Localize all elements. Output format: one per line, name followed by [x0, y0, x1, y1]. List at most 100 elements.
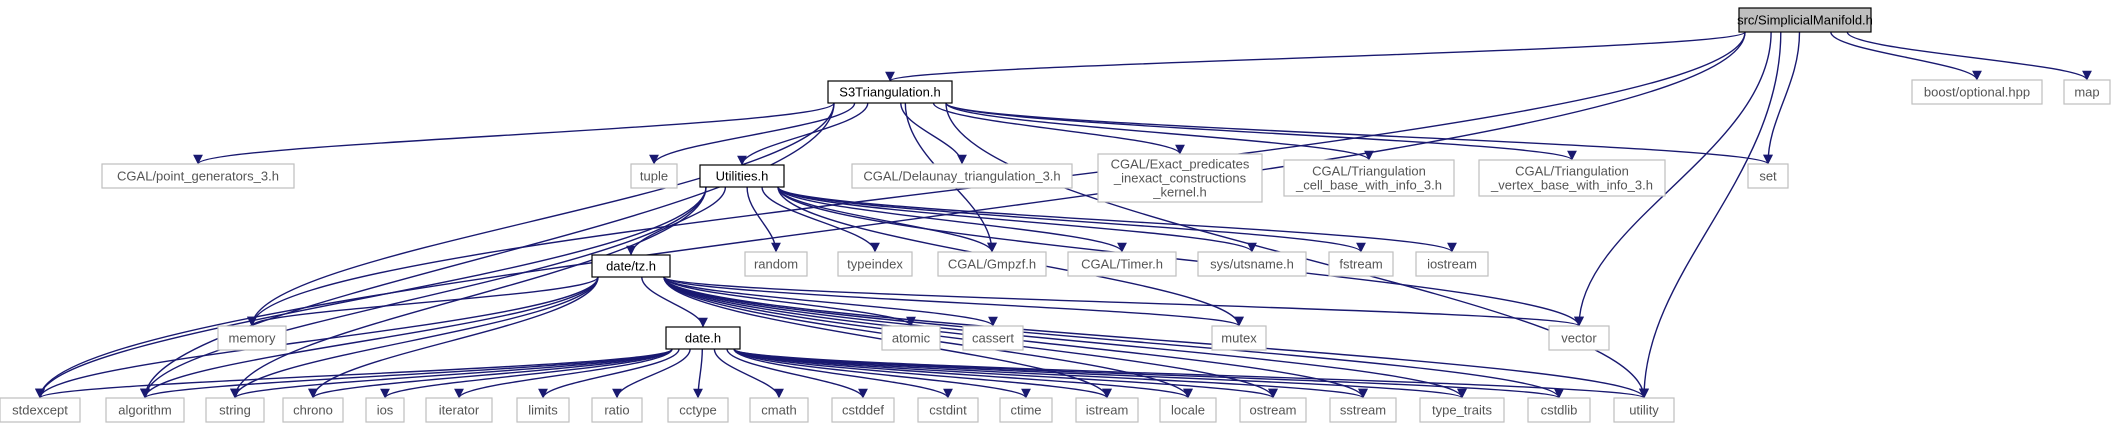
node-box: [1239, 397, 1307, 423]
node-box: [1415, 251, 1489, 277]
node-ostream[interactable]: ostream: [1239, 397, 1307, 423]
node-date-tz[interactable]: date/tz.h: [591, 254, 671, 278]
node-label: date.h: [685, 331, 721, 346]
edge-date-to-string: [230, 348, 673, 399]
node-label: algorithm: [118, 403, 171, 418]
node-cgal-exact-predicates[interactable]: CGAL/Exact_predicates_inexact_constructi…: [1097, 153, 1263, 203]
node-box: [365, 397, 405, 423]
node-algorithm[interactable]: algorithm: [105, 397, 185, 423]
edge-s3triangulation-to-cgal_delaunay: [900, 102, 967, 165]
node-cgal-point-generators[interactable]: CGAL/point_generators_3.h: [101, 163, 295, 189]
node-sys-utsname[interactable]: sys/utsname.h: [1197, 251, 1307, 277]
node-box: [1211, 325, 1267, 351]
node-label: date/tz.h: [606, 259, 656, 274]
node-box: [749, 397, 809, 423]
edge-s3triangulation-to-memory: [247, 102, 835, 327]
node-tuple[interactable]: tuple: [630, 163, 678, 189]
node-label: mutex: [1221, 331, 1257, 346]
node-ratio[interactable]: ratio: [591, 397, 643, 423]
edge-src_simplicialmanifold-to-utility: [1639, 31, 1782, 399]
node-cctype[interactable]: cctype: [667, 397, 729, 423]
node-memory[interactable]: memory: [217, 325, 287, 351]
edge-s3triangulation-to-cgal_point_generators: [193, 102, 835, 165]
edge-utilities-to-vector: [777, 186, 1584, 327]
edge-s3triangulation-to-tuple: [649, 102, 856, 165]
node-box: [1067, 251, 1177, 277]
node-atomic[interactable]: atomic: [881, 325, 941, 351]
edge-utilities-to-algorithm: [140, 186, 707, 399]
node-mutex[interactable]: mutex: [1211, 325, 1267, 351]
node-chrono[interactable]: chrono: [282, 397, 344, 423]
node-s3triangulation[interactable]: S3Triangulation.h: [827, 80, 953, 104]
edge-s3triangulation-to-cgal_cell_base: [945, 102, 1374, 161]
node-sstream[interactable]: sstream: [1329, 397, 1397, 423]
node-label: vector: [1561, 331, 1597, 346]
edge-date_tz-to-utility: [663, 276, 1649, 399]
node-box: [667, 397, 729, 423]
node-locale[interactable]: locale: [1159, 397, 1217, 423]
edge-utilities-to-stdexcept: [35, 186, 707, 399]
node-label: cstdint: [929, 403, 967, 418]
node-map[interactable]: map: [2063, 79, 2111, 105]
node-date[interactable]: date.h: [665, 326, 741, 350]
node-utilities[interactable]: Utilities.h: [699, 164, 785, 188]
node-cmath[interactable]: cmath: [749, 397, 809, 423]
node-stdexcept[interactable]: stdexcept: [0, 397, 81, 423]
edge-date-to-cmath: [713, 348, 784, 399]
node-box: [699, 164, 785, 188]
node-box: [962, 325, 1024, 351]
edge-date_tz-to-date: [641, 276, 708, 328]
node-string[interactable]: string: [205, 397, 265, 423]
edge-date-to-algorithm: [140, 348, 673, 399]
node-box: [744, 251, 808, 277]
node-type-traits[interactable]: type_traits: [1419, 397, 1505, 423]
node-ios[interactable]: ios: [365, 397, 405, 423]
node-box: [999, 397, 1053, 423]
node-label: CGAL/Timer.h: [1081, 257, 1163, 272]
edges-layer: [35, 31, 2092, 399]
node-box: [1075, 397, 1139, 423]
node-label: atomic: [892, 331, 931, 346]
node-label: random: [754, 257, 798, 272]
node-label: utility: [1629, 403, 1659, 418]
node-ctime[interactable]: ctime: [999, 397, 1053, 423]
node-label: S3Triangulation.h: [839, 85, 940, 100]
node-box: [851, 163, 1073, 189]
node-label: CGAL/point_generators_3.h: [117, 169, 279, 184]
node-label: Utilities.h: [716, 169, 769, 184]
node-box: [105, 397, 185, 423]
edge-date-to-locale: [733, 348, 1193, 399]
node-cassert[interactable]: cassert: [962, 325, 1024, 351]
node-vector[interactable]: vector: [1548, 325, 1610, 351]
node-box: [1419, 397, 1505, 423]
node-label: type_traits: [1432, 403, 1492, 418]
node-cgal-vertex-base[interactable]: CGAL/Triangulation_vertex_base_with_info…: [1478, 159, 1666, 197]
node-istream[interactable]: istream: [1075, 397, 1139, 423]
node-src-simplicialmanifold[interactable]: src/SimplicialManifold.h: [1737, 7, 1873, 33]
node-limits[interactable]: limits: [516, 397, 570, 423]
node-cstdlib[interactable]: cstdlib: [1527, 397, 1591, 423]
node-cgal-timer[interactable]: CGAL/Timer.h: [1067, 251, 1177, 277]
node-label: cmath: [761, 403, 796, 418]
node-cgal-gmpzf[interactable]: CGAL/Gmpzf.h: [937, 251, 1047, 277]
edge-date_tz-to-atomic: [663, 276, 916, 327]
node-fstream[interactable]: fstream: [1328, 251, 1394, 277]
node-utility[interactable]: utility: [1613, 397, 1675, 423]
edge-date-to-stdexcept: [35, 348, 673, 399]
node-random[interactable]: random: [744, 251, 808, 277]
node-set[interactable]: set: [1747, 163, 1789, 189]
edge-date-to-cctype: [693, 348, 703, 399]
node-cgal-cell-base[interactable]: CGAL/Triangulation_cell_base_with_info_3…: [1283, 159, 1455, 197]
edge-src_simplicialmanifold-to-s3triangulation: [885, 31, 1746, 82]
node-label: CGAL/Triangulation_cell_base_with_info_3…: [1295, 164, 1442, 193]
edge-date-to-cstdint: [733, 348, 953, 399]
node-iostream[interactable]: iostream: [1415, 251, 1489, 277]
edge-date_tz-to-vector: [663, 276, 1584, 327]
node-cstddef[interactable]: cstddef: [831, 397, 895, 423]
node-iterator[interactable]: iterator: [425, 397, 493, 423]
edge-date-to-istream: [733, 348, 1112, 399]
node-typeindex[interactable]: typeindex: [837, 251, 913, 277]
node-boost-optional[interactable]: boost/optional.hpp: [1911, 79, 2043, 105]
node-cstdint[interactable]: cstdint: [917, 397, 979, 423]
node-cgal-delaunay[interactable]: CGAL/Delaunay_triangulation_3.h: [851, 163, 1073, 189]
